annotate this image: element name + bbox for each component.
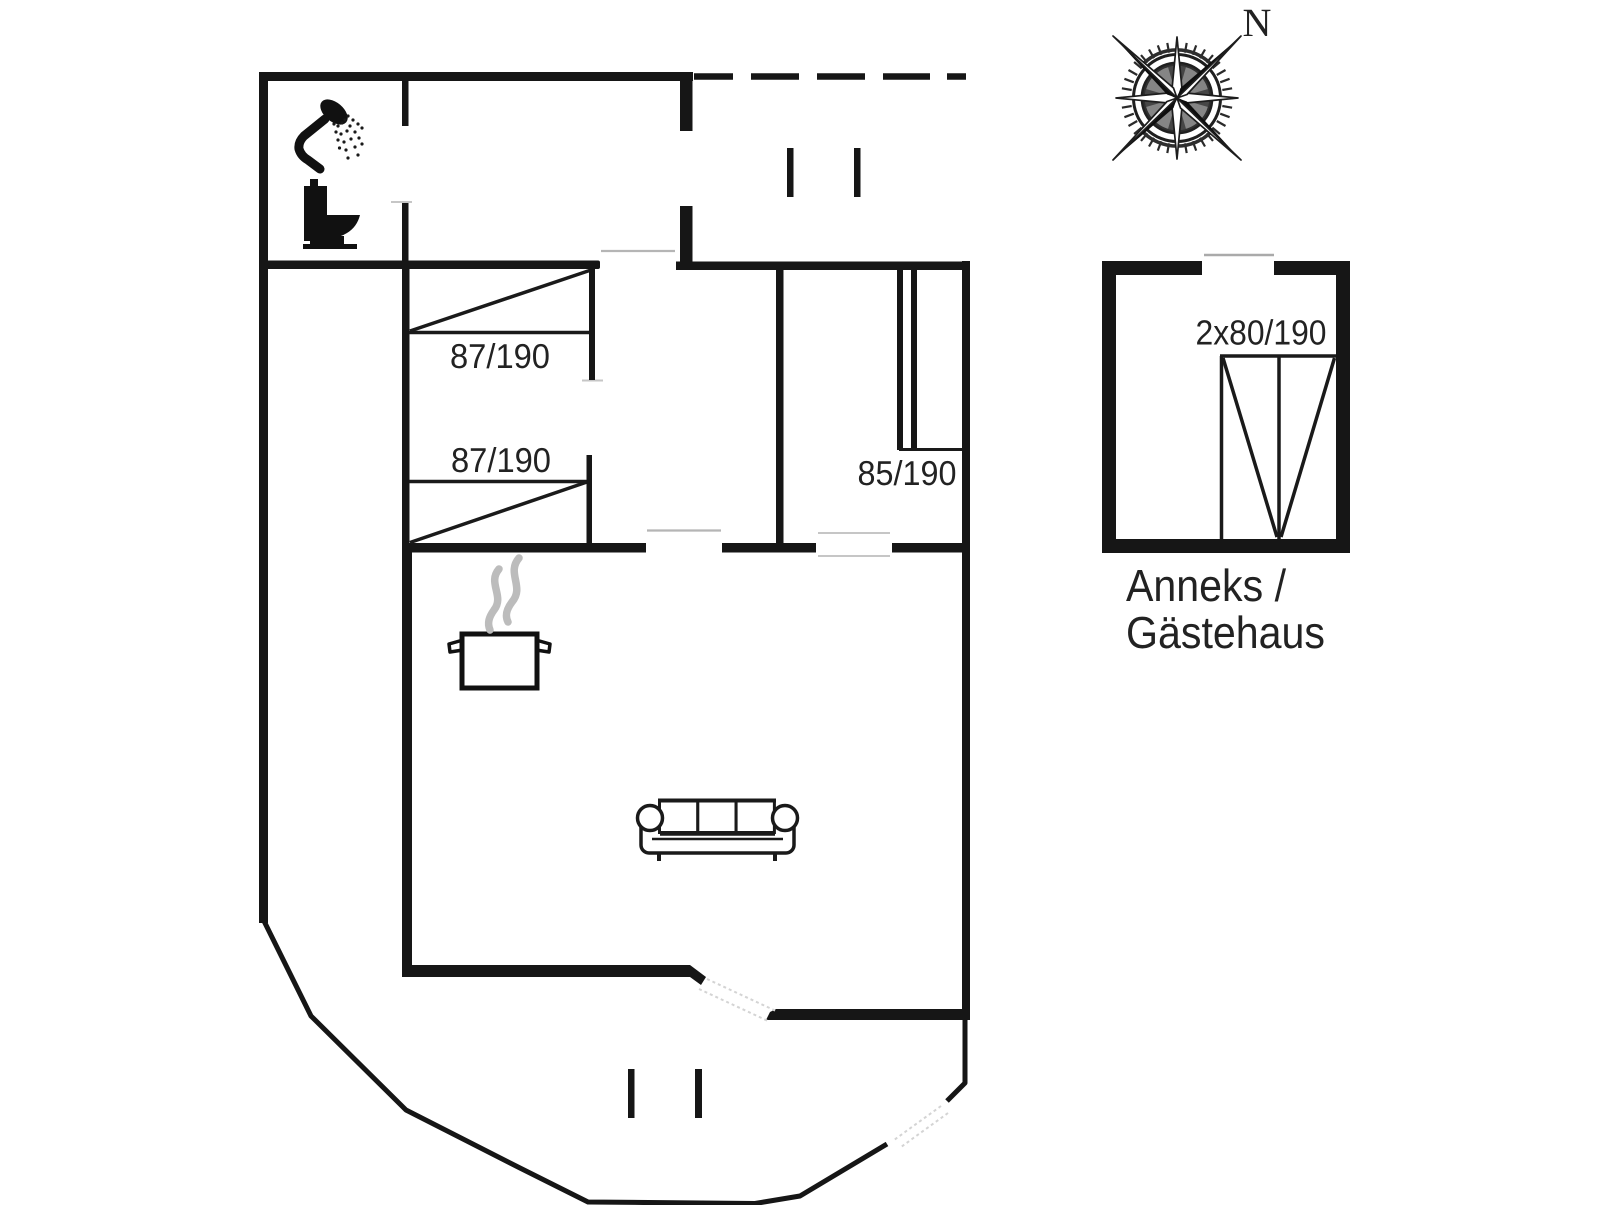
svg-text:87/190: 87/190	[450, 338, 550, 376]
svg-text:85/190: 85/190	[858, 455, 957, 493]
svg-text:87/190: 87/190	[451, 442, 551, 480]
svg-text:2x80/190: 2x80/190	[1196, 314, 1327, 353]
svg-text:N: N	[1243, 0, 1272, 45]
svg-text:Anneks /: Anneks /	[1126, 560, 1286, 611]
svg-text:Gästehaus: Gästehaus	[1126, 607, 1325, 658]
